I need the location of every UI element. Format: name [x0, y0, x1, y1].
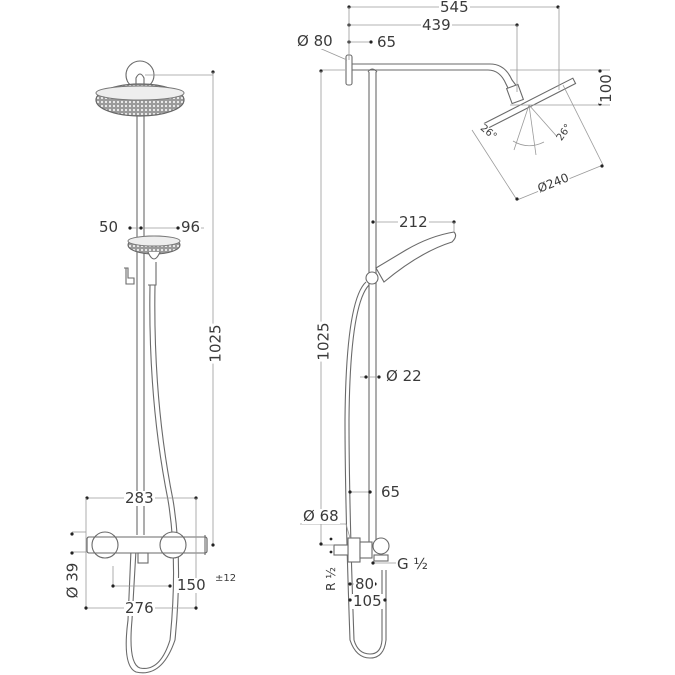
dim-mixer-depth-1: 80: [354, 575, 376, 593]
dim-arm-length: 439: [421, 16, 452, 34]
front-view: [70, 60, 215, 674]
dim-wall-offset-bottom: 65: [380, 483, 402, 501]
dim-riser-height-side: 1025: [314, 321, 333, 362]
dim-mixer-depth-2: 105: [352, 592, 383, 610]
dim-outlet-thread: G ½: [396, 555, 429, 573]
dim-overall-projection: 545: [439, 0, 470, 16]
dim-connection-distance: 150: [176, 576, 207, 594]
dim-riser-height-front: 1025: [206, 323, 225, 364]
dim-handshower-left: 50: [98, 218, 120, 236]
dim-head-height: 100: [596, 73, 615, 104]
dim-wall-flange-diameter: Ø 80: [296, 32, 334, 50]
dim-mixer-width: 283: [124, 489, 155, 507]
overhead-shower-head-side: [483, 77, 577, 130]
hand-shower-side: [375, 231, 457, 283]
dim-inlet-thread: R ½: [323, 566, 338, 592]
dim-connection-tolerance: ±12: [214, 573, 238, 584]
dim-escutcheon-diameter: Ø 68: [302, 507, 340, 525]
dim-handshower-right: 96: [180, 218, 202, 236]
side-view: [300, 5, 610, 659]
dim-riser-diameter: Ø 22: [385, 367, 423, 385]
dim-handshower-length: 212: [398, 213, 429, 231]
dim-wall-offset-top: 65: [376, 33, 398, 51]
dim-pipe-diameter: Ø 39: [63, 561, 82, 600]
dim-mixer-bottom-width: 276: [124, 599, 155, 617]
